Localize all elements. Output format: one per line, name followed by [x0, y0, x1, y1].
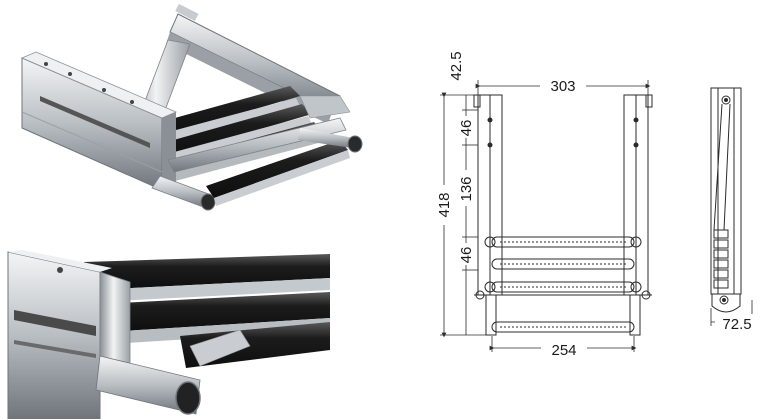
dim-top-offset: 42.5: [448, 51, 465, 80]
dim-mid-spacing: 136: [458, 176, 475, 201]
side-view-drawing: [710, 87, 742, 313]
photo-ladder-extended: [20, 3, 363, 211]
side-rail: [710, 87, 742, 295]
dim-overall-height: 418: [436, 192, 453, 217]
photo-ladder-closeup: [0, 250, 330, 419]
front-step-1: [491, 236, 635, 248]
dim-rung-spacing-upper: 46: [458, 120, 475, 137]
dim-step-width: 254: [551, 342, 576, 359]
front-view-drawing: [473, 94, 653, 336]
photo-step-1: [146, 86, 300, 146]
dim-overall-width: 303: [550, 78, 575, 95]
front-step-3: [491, 281, 635, 293]
dim-rung-spacing-lower: 46: [458, 247, 475, 264]
photo-step-2: [152, 104, 312, 166]
front-step-4: [491, 321, 635, 333]
dim-side-depth: 72.5: [722, 316, 751, 333]
front-step-2: [491, 258, 635, 270]
